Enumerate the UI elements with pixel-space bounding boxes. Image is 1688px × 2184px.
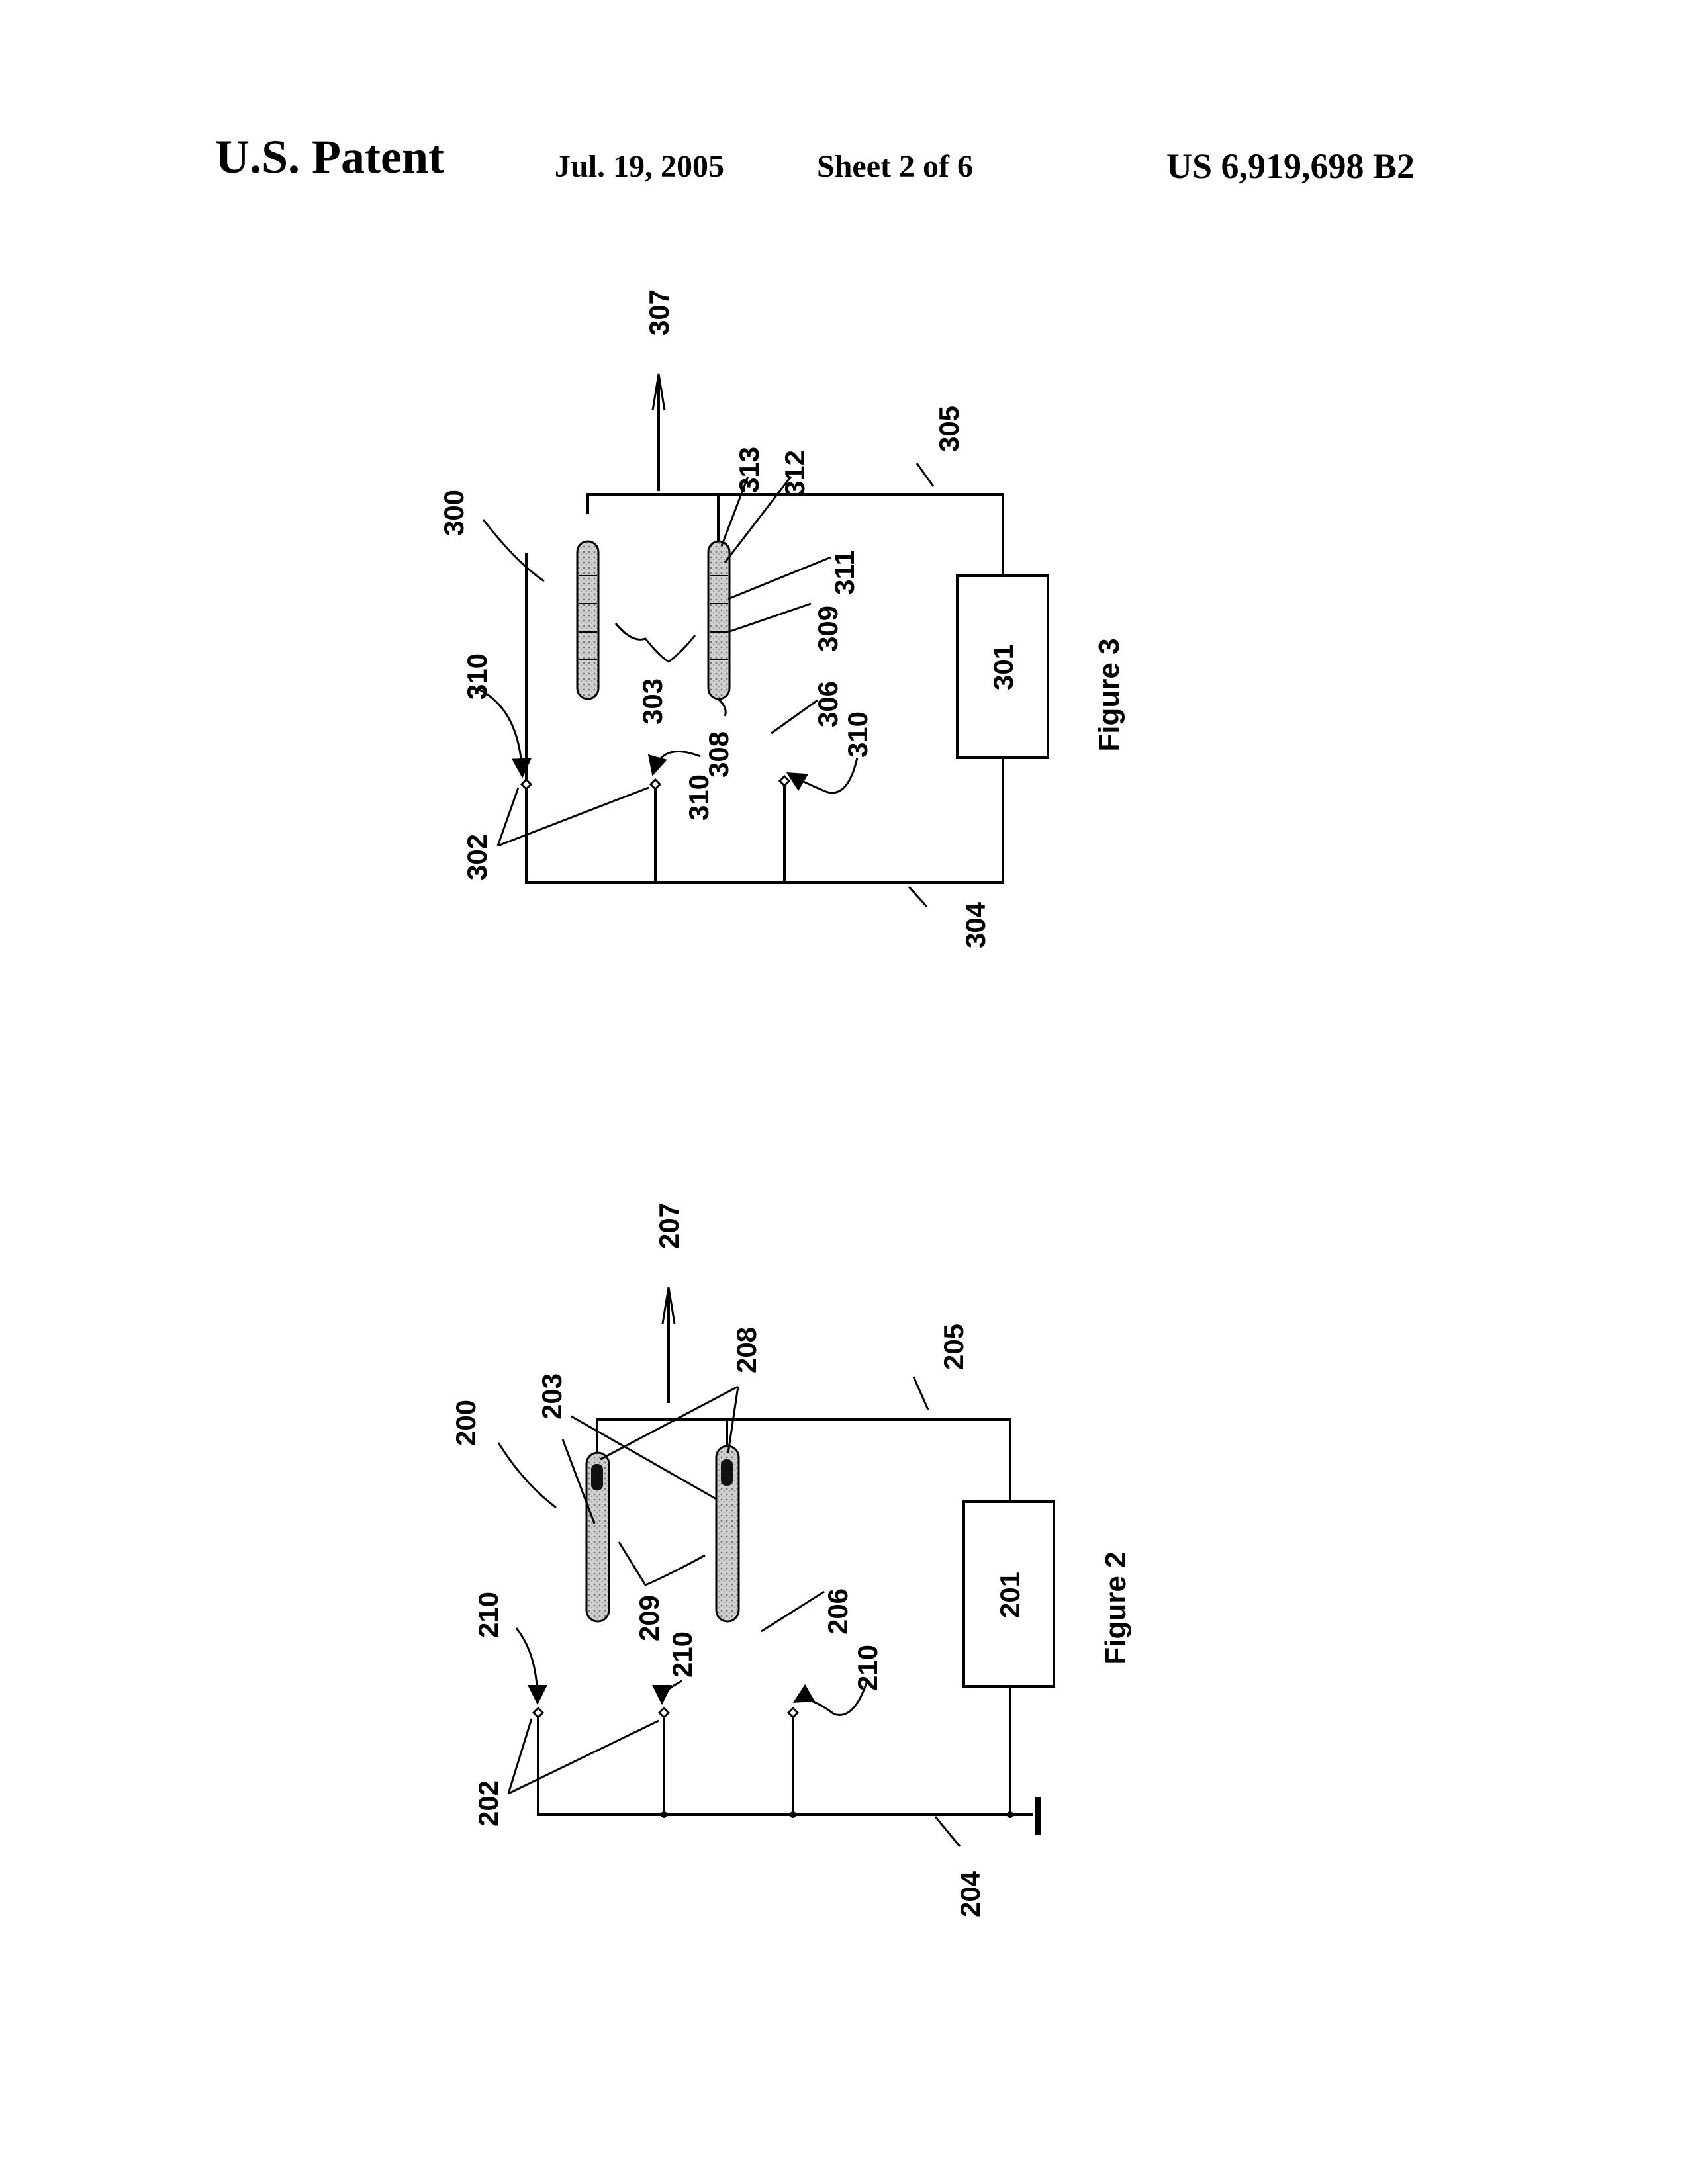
supply-wire-305: [586, 493, 1004, 576]
electrode-tip-3: [778, 774, 791, 788]
patent-date: Jul. 19, 2005: [555, 149, 725, 184]
patent-number: US 6,919,698 B2: [1166, 146, 1415, 186]
label-202: 202: [473, 1780, 504, 1827]
label-210-mid: 210: [667, 1631, 698, 1678]
source-box-201: [962, 1500, 1055, 1688]
figure-2-caption: Figure 2: [1100, 1551, 1132, 1664]
leader-310c: [786, 757, 859, 794]
tube-lower: [715, 1445, 740, 1623]
leader-210b: [652, 1680, 682, 1705]
label-204: 204: [955, 1870, 986, 1917]
leader-210c: [792, 1680, 868, 1716]
electrode-tip-2: [649, 778, 662, 791]
leader-312: [724, 476, 792, 563]
tube-lower-segmented: [707, 540, 731, 700]
label-206: 206: [822, 1588, 853, 1635]
arrowhead-307: [651, 373, 666, 411]
ground-wire-304: [525, 553, 1004, 884]
electrode-tip-3: [786, 1706, 800, 1719]
leader-306: [771, 699, 818, 735]
leader-200: [497, 1442, 557, 1509]
label-307: 307: [643, 289, 675, 336]
electrode-tip-1: [532, 1706, 545, 1719]
label-310-top: 310: [461, 653, 492, 700]
supply-wire-205: [596, 1418, 1011, 1502]
label-308: 308: [703, 731, 734, 778]
label-303: 303: [637, 678, 668, 725]
leader-208: [600, 1385, 739, 1461]
label-309: 309: [812, 606, 843, 652]
label-205: 205: [938, 1324, 969, 1370]
leader-204: [934, 1816, 961, 1847]
leader-209: [618, 1541, 706, 1586]
label-310-mid: 310: [683, 774, 714, 821]
leader-308: [717, 698, 727, 717]
figure-2: 201 200 207 205: [450, 1203, 1132, 1917]
leader-206: [761, 1590, 825, 1633]
arrowhead-207: [661, 1287, 676, 1324]
label-210-right: 210: [852, 1645, 883, 1691]
leader-310a: [476, 687, 532, 778]
label-208: 208: [731, 1327, 762, 1373]
label-312: 312: [779, 450, 810, 496]
electrode-tip-1: [520, 778, 533, 791]
sheet-number: Sheet 2 of 6: [817, 149, 973, 184]
leader-202: [507, 1718, 659, 1795]
leader-311: [727, 556, 831, 600]
label-203: 203: [536, 1373, 567, 1420]
leader-302: [496, 786, 649, 847]
leader-205: [912, 1376, 929, 1410]
label-306: 306: [812, 681, 843, 727]
label-300: 300: [438, 490, 469, 536]
figure-3: 301: [438, 289, 1125, 948]
leader-210a: [515, 1627, 547, 1705]
leader-203: [561, 1415, 717, 1524]
label-313: 313: [733, 447, 765, 493]
leader-310b: [647, 751, 701, 776]
electrode-tip-2: [657, 1706, 671, 1719]
junction-dot: [1007, 1811, 1013, 1818]
leader-305: [915, 463, 935, 487]
tube-upper: [585, 1451, 610, 1623]
label-209: 209: [633, 1595, 665, 1641]
source-box-301: [956, 574, 1049, 759]
label-210-top: 210: [473, 1592, 504, 1638]
figure-3-caption: Figure 3: [1093, 638, 1125, 751]
label-302: 302: [461, 834, 492, 880]
label-201: 201: [994, 1572, 1025, 1618]
label-200: 200: [450, 1400, 481, 1446]
label-311: 311: [829, 550, 860, 595]
leader-303: [614, 623, 696, 663]
label-207: 207: [653, 1203, 684, 1249]
leader-313: [720, 476, 749, 547]
label-305: 305: [933, 406, 964, 452]
label-301: 301: [988, 644, 1019, 690]
leader-300: [482, 519, 545, 582]
tube-upper: [576, 540, 600, 700]
label-310-right: 310: [842, 711, 873, 758]
label-304: 304: [960, 901, 991, 948]
patent-title: U.S. Patent: [215, 130, 444, 183]
leader-304: [908, 886, 928, 908]
leader-309: [727, 602, 812, 633]
ground-wire-204: [537, 1686, 1033, 1816]
